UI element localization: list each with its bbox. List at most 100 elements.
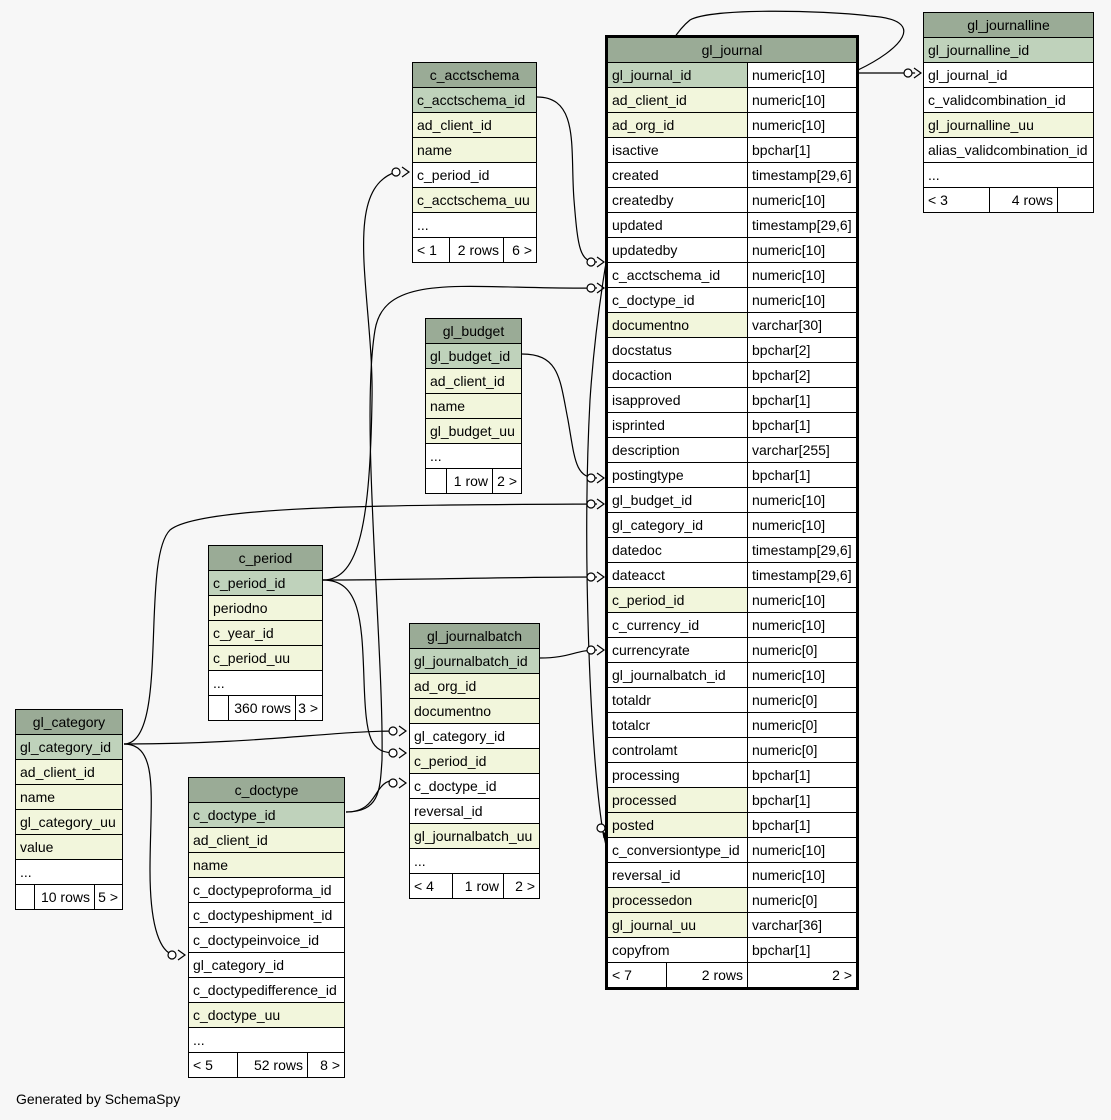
column-row[interactable]: gl_budget_uu <box>426 419 521 444</box>
column-row[interactable]: c_doctypedifference_id <box>189 978 344 1003</box>
column-row[interactable]: gl_journalline_id <box>924 38 1093 63</box>
parents-count[interactable]: < 1 <box>417 242 437 258</box>
children-count[interactable]: 2 > <box>492 469 521 493</box>
column-row[interactable]: c_period_id <box>413 163 536 188</box>
column-row[interactable]: c_doctype_id <box>410 774 539 799</box>
parents-count[interactable] <box>16 885 34 909</box>
column-row[interactable]: gl_category_id <box>16 735 122 760</box>
children-count[interactable]: 2 > <box>503 874 539 898</box>
column-row[interactable]: name <box>413 138 536 163</box>
column-row[interactable]: c_doctype_id <box>189 803 344 828</box>
column-row[interactable]: gl_journal_id <box>924 63 1093 88</box>
column-row[interactable]: c_doctypeshipment_id <box>189 903 344 928</box>
children-count[interactable]: 5 > <box>94 885 122 909</box>
column-row[interactable]: ad_client_id <box>413 113 536 138</box>
parents-count[interactable]: < 3 <box>928 192 948 208</box>
column-row[interactable]: c_acctschema_uu <box>413 188 536 213</box>
column-row[interactable]: c_period_uu <box>209 646 322 671</box>
parents-count[interactable]: < 4 <box>414 878 434 894</box>
column-row[interactable]: name <box>189 853 344 878</box>
column-row[interactable]: gl_journalbatch_id <box>410 649 539 674</box>
column-row[interactable]: periodno <box>209 596 322 621</box>
column-row[interactable]: c_validcombination_id <box>924 88 1093 113</box>
column-row[interactable]: name <box>16 785 122 810</box>
children-count[interactable] <box>1057 188 1093 212</box>
column-row[interactable]: ... <box>410 849 539 874</box>
parents-count[interactable] <box>426 469 446 493</box>
column-row[interactable]: ... <box>209 671 322 696</box>
column-row[interactable]: ... <box>413 213 536 238</box>
children-count[interactable]: 6 > <box>503 238 536 262</box>
column-row[interactable]: c_period_id <box>209 571 322 596</box>
column-row[interactable]: c_doctypeinvoice_id <box>189 928 344 953</box>
children-count[interactable]: 8 > <box>307 1053 344 1077</box>
column-row[interactable]: ad_client_id <box>16 760 122 785</box>
column-row[interactable]: ... <box>924 163 1093 188</box>
parents-count[interactable] <box>209 696 228 720</box>
column-row[interactable]: name <box>426 394 521 419</box>
children-count[interactable]: 3 > <box>295 696 322 720</box>
column-row[interactable]: ... <box>189 1028 344 1053</box>
column-row[interactable]: ad_org_id <box>410 674 539 699</box>
column-row[interactable]: c_acctschema_id <box>413 88 536 113</box>
column-row[interactable]: ... <box>16 860 122 885</box>
column-row[interactable]: reversal_id <box>410 799 539 824</box>
column-row[interactable]: gl_category_uu <box>16 810 122 835</box>
column-row[interactable]: ad_client_id <box>189 828 344 853</box>
column-row[interactable]: gl_journalline_uu <box>924 113 1093 138</box>
children-count[interactable]: 2 > <box>747 963 856 987</box>
column-row[interactable]: ... <box>426 444 521 469</box>
column-row[interactable]: gl_category_id <box>410 724 539 749</box>
column-row[interactable]: value <box>16 835 122 860</box>
column-row[interactable]: gl_category_id <box>189 953 344 978</box>
parents-count[interactable]: < 7 <box>612 967 632 983</box>
column-row[interactable]: c_period_id <box>410 749 539 774</box>
column-row[interactable]: gl_journalbatch_uu <box>410 824 539 849</box>
column-row[interactable]: c_doctypeproforma_id <box>189 878 344 903</box>
column-row[interactable]: alias_validcombination_id <box>924 138 1093 163</box>
column-row[interactable]: gl_budget_id <box>426 344 521 369</box>
column-row[interactable]: ad_client_id <box>426 369 521 394</box>
column-row[interactable]: c_doctype_uu <box>189 1003 344 1028</box>
